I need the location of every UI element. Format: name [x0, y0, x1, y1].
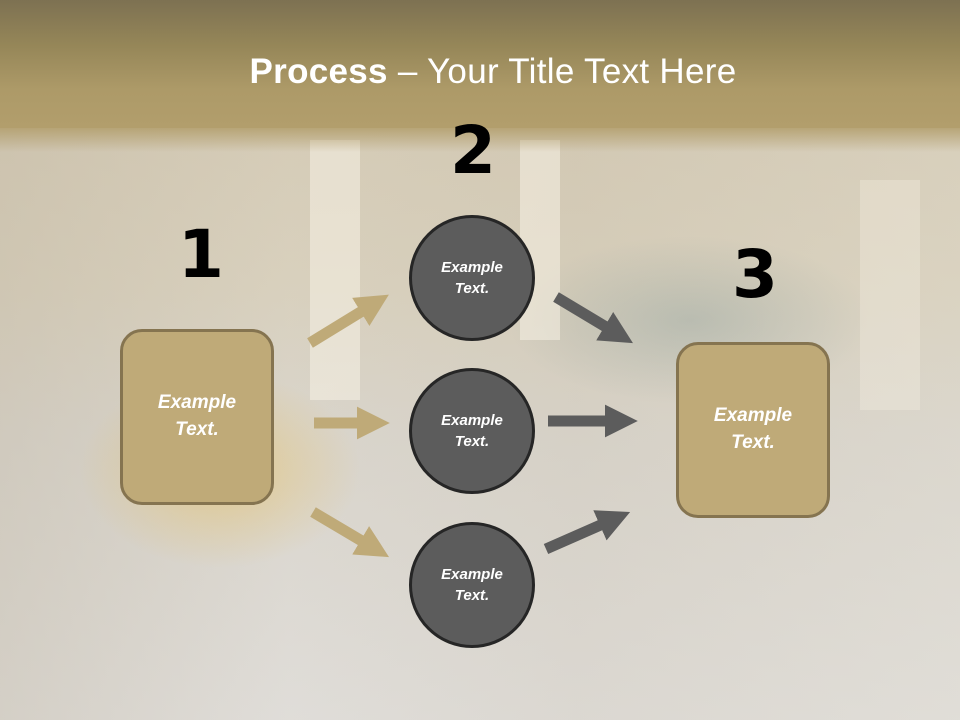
arrow-right-up-icon: [543, 510, 631, 555]
title-rest: – Your Title Text Here: [387, 52, 737, 91]
title-bold: Process: [249, 52, 388, 91]
background-pillar: [860, 180, 920, 410]
arrow-right-down-icon: [553, 292, 633, 344]
slide-title: Process – Your Title Text Here: [0, 52, 960, 92]
step-number-3: 3: [732, 236, 778, 313]
arrow-right-down-icon: [310, 507, 390, 558]
title-bar: [0, 0, 960, 128]
step-number-1: 1: [178, 216, 224, 293]
arrow-right-up-icon: [307, 294, 389, 348]
title-bar-fade: [0, 128, 960, 152]
step-number-2: 2: [450, 112, 496, 189]
background-pillar: [310, 140, 360, 400]
